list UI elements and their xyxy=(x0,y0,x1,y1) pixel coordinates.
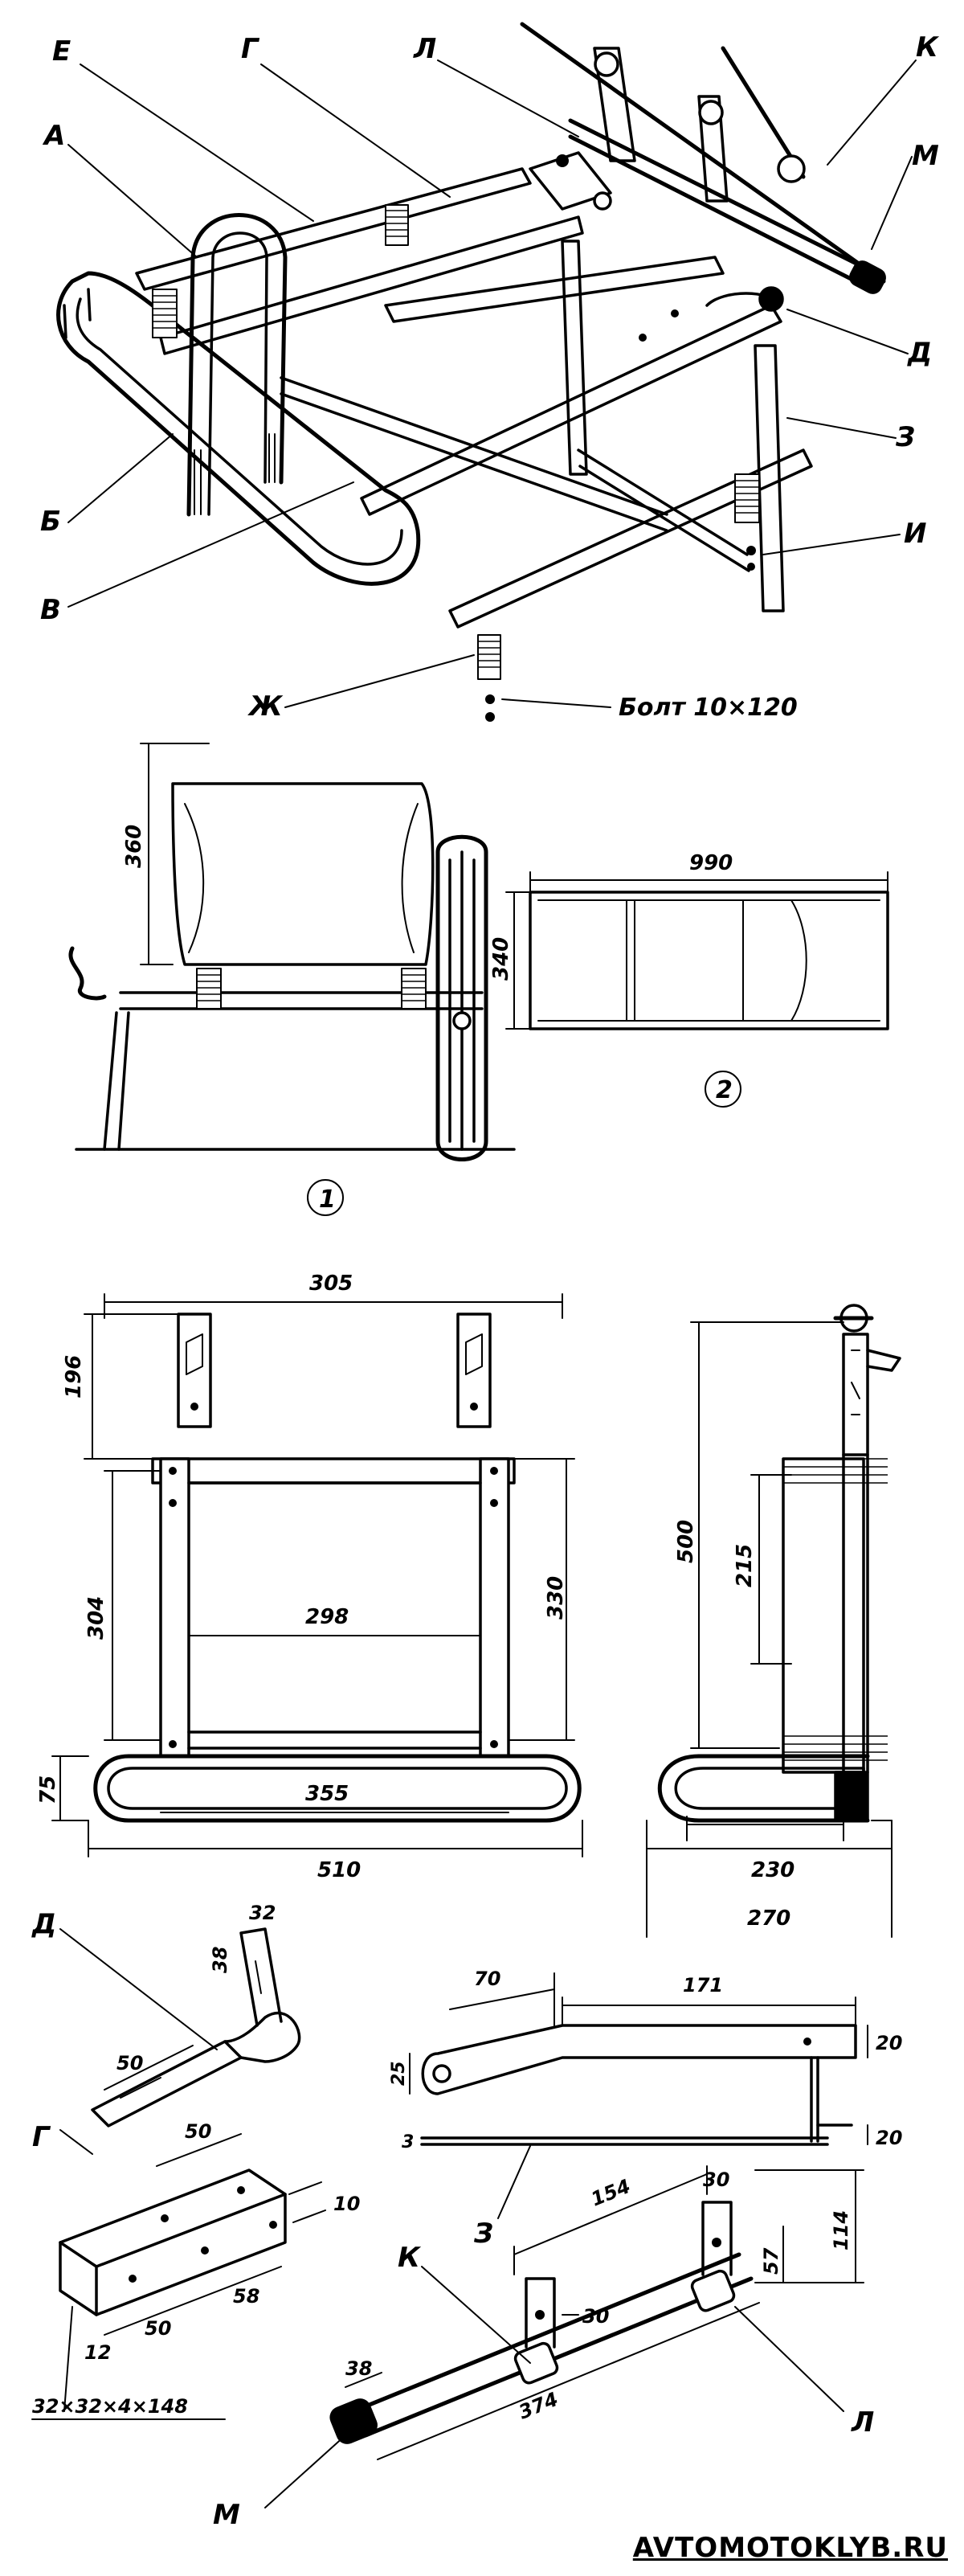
part-K-bar-detail: 154 30 114 57 30 38 374 К Л М xyxy=(213,2165,874,2531)
K-dim-114: 114 xyxy=(830,2210,852,2250)
fig2-width-990: 990 xyxy=(689,851,733,875)
label-L: Л xyxy=(413,33,436,65)
fig1-height-360: 360 xyxy=(122,825,146,868)
part-D-dim-50: 50 xyxy=(116,2052,143,2074)
front-inner-width-298: 298 xyxy=(305,1605,349,1629)
label-D: Д xyxy=(907,337,932,369)
part-G-dim-50-bottom: 50 xyxy=(145,2317,171,2340)
part-D-dim-32: 32 xyxy=(249,1902,276,1924)
spring-I xyxy=(734,473,760,523)
part-G-label: Г xyxy=(32,2121,51,2153)
isometric-assembly-view: Е Г Л К А М Д З Б И В Ж Болт 10×120 xyxy=(40,22,940,723)
front-bottom-height-75: 75 xyxy=(36,1775,60,1804)
lever-dim-25: 25 xyxy=(389,2061,409,2086)
side-inner-width-230: 230 xyxy=(751,1858,794,1882)
front-lower-width-355: 355 xyxy=(305,1782,349,1806)
label-Z: З xyxy=(895,421,915,453)
K-dim-30-mid: 30 xyxy=(582,2305,609,2328)
side-spring-height-215: 215 xyxy=(733,1544,757,1587)
K-dim-154: 154 xyxy=(588,2175,634,2211)
part-G-dim-10: 10 xyxy=(333,2193,360,2215)
side-view-drawing: 500 215 230 270 xyxy=(646,1304,901,1938)
watermark-text: AVTOMOTOKLYB.RU xyxy=(632,2532,948,2564)
K-dim-57: 57 xyxy=(760,2247,782,2275)
part-G-dim-50-top: 50 xyxy=(185,2120,211,2143)
label-E: Е xyxy=(52,35,71,68)
K-dim-30-top: 30 xyxy=(703,2169,729,2191)
part-G-profile: 32×32×4×148 xyxy=(32,2395,188,2418)
label-Zh: Ж xyxy=(247,690,284,723)
part-D-dim-38: 38 xyxy=(209,1947,231,1973)
front-outer-height-330: 330 xyxy=(544,1576,568,1620)
label-I: И xyxy=(904,518,926,550)
K-dim-374: 374 xyxy=(516,2388,562,2424)
label-K: К xyxy=(916,31,940,63)
lever-dim-171: 171 xyxy=(683,1974,723,1997)
label-B: Б xyxy=(40,506,61,538)
side-total-width-270: 270 xyxy=(747,1906,790,1931)
part-M-label: М xyxy=(213,2499,240,2531)
front-view-drawing: 305 196 304 298 330 355 75 510 xyxy=(36,1272,583,1882)
part-G-dim-58: 58 xyxy=(233,2285,259,2308)
label-G: Г xyxy=(241,33,260,65)
fig1-number: 1 xyxy=(319,1186,336,1214)
front-top-width-305: 305 xyxy=(309,1272,353,1296)
front-total-width-510: 510 xyxy=(317,1858,361,1882)
part-Z-lever-detail: 70 171 25 20 3 20 З xyxy=(389,1968,902,2250)
figure-2-top-plan: 990 340 2 xyxy=(489,851,889,1108)
fig2-height-340: 340 xyxy=(489,937,513,981)
fig2-number: 2 xyxy=(716,1076,733,1104)
figure-1-side-elevation: 360 1 xyxy=(68,743,516,1216)
K-dim-38: 38 xyxy=(345,2357,372,2380)
part-L-label: Л xyxy=(851,2406,874,2439)
front-upper-height-196: 196 xyxy=(62,1355,86,1399)
label-M: М xyxy=(912,140,939,172)
lever-dim-70: 70 xyxy=(474,1968,500,1990)
spring-A xyxy=(152,289,178,338)
spring-G xyxy=(385,204,409,246)
rod-dim-20-b: 20 xyxy=(876,2127,902,2149)
part-Z-label: З xyxy=(473,2218,493,2250)
part-K-label: К xyxy=(398,2242,422,2274)
label-A: А xyxy=(42,120,65,152)
lever-dim-20-a: 20 xyxy=(876,2032,902,2054)
part-D-clamp-detail: Д 38 32 50 xyxy=(31,1902,301,2128)
spring-Zh xyxy=(477,634,501,680)
part-D-label: Д xyxy=(31,1908,56,1940)
side-total-height-500: 500 xyxy=(674,1520,698,1563)
part-G-dim-12: 12 xyxy=(84,2341,111,2364)
rod-dim-3: 3 xyxy=(402,2132,414,2152)
label-V: В xyxy=(40,594,61,626)
bolt-label: Болт 10×120 xyxy=(619,694,798,722)
front-inner-height-304: 304 xyxy=(84,1596,108,1640)
part-G-angle-detail: 50 10 12 50 58 Г 32×32×4×148 xyxy=(31,2120,360,2420)
